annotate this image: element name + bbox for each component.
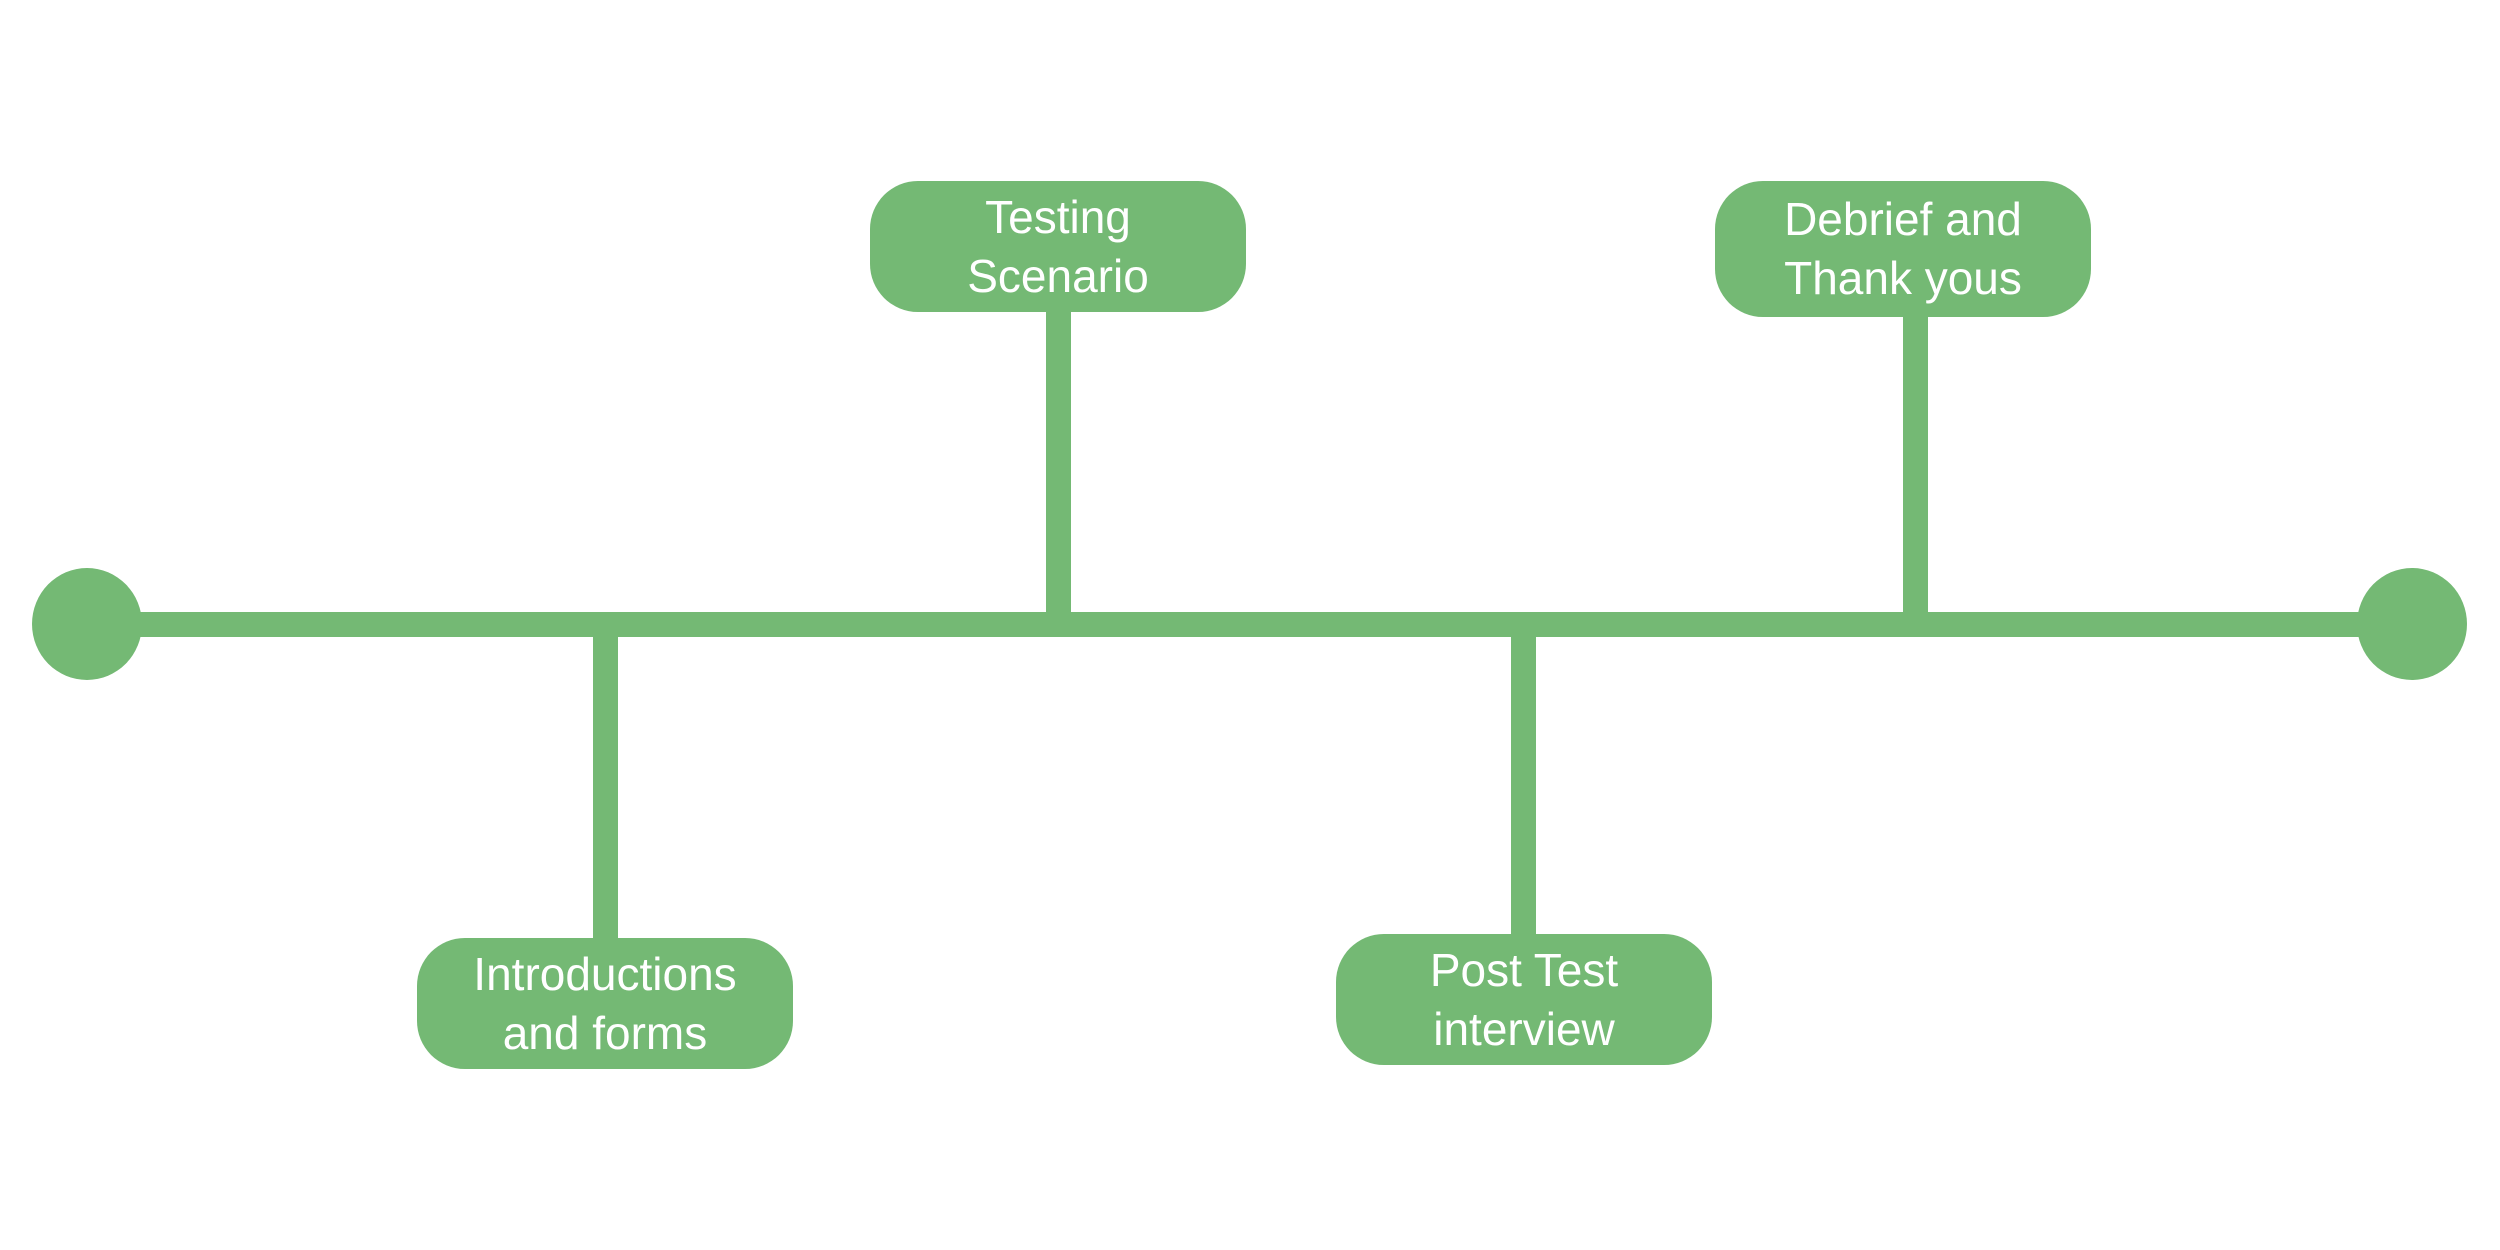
milestone-testing: Testing Scenario bbox=[870, 181, 1246, 312]
connector-post-test bbox=[1511, 637, 1536, 937]
milestone-label: Introductions and forms bbox=[473, 947, 737, 1059]
timeline-axis bbox=[120, 612, 2390, 637]
milestone-label: Post Test interview bbox=[1429, 943, 1619, 1055]
timeline-end-dot bbox=[2357, 568, 2467, 680]
milestone-introductions: Introductions and forms bbox=[417, 938, 793, 1069]
milestone-label: Debrief and Thank yous bbox=[1784, 193, 2022, 304]
connector-introductions bbox=[593, 637, 618, 940]
milestone-debrief: Debrief and Thank yous bbox=[1715, 181, 2091, 317]
milestone-post-test: Post Test interview bbox=[1336, 934, 1712, 1065]
connector-testing bbox=[1046, 310, 1071, 612]
connector-debrief bbox=[1903, 314, 1928, 612]
milestone-label: Testing Scenario bbox=[967, 190, 1149, 302]
timeline-start-dot bbox=[32, 568, 142, 680]
